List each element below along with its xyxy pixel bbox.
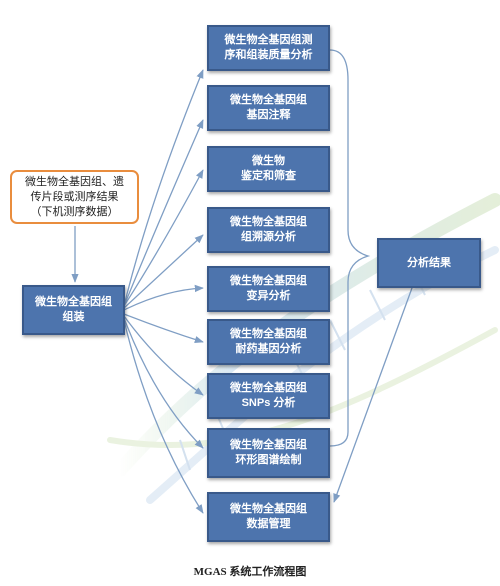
module-label-2: 变异分析 [246, 290, 291, 302]
module-label-2: 数据管理 [246, 518, 291, 530]
module-label-2: 组溯源分析 [241, 231, 296, 243]
module-label-2: SNPs 分析 [241, 397, 296, 409]
module-label-1: 微生物全基因组 [230, 94, 307, 106]
input-line-1: 微生物全基因组、遗 [25, 176, 124, 188]
assembly-line-1: 微生物全基因组 [35, 296, 112, 308]
module-label-1: 微生物全基因组 [230, 503, 307, 515]
module-resistance-genes: 微生物全基因组耐药基因分析 [207, 319, 330, 365]
module-label-2: 基因注释 [246, 109, 291, 121]
fan-arrows [123, 69, 204, 514]
module-label-2: 耐药基因分析 [235, 343, 302, 355]
module-label-1: 微生物全基因组 [230, 216, 307, 228]
input-line-3: （下机测序数据） [30, 206, 119, 218]
module-quality-analysis: 微生物全基因组测序和组装质量分析 [207, 25, 330, 71]
module-data-management: 微生物全基因组数据管理 [207, 492, 330, 542]
module-identification: 微生物鉴定和筛查 [207, 146, 330, 192]
arrow-result-to-management [333, 287, 413, 503]
module-label-2: 环形图谱绘制 [235, 454, 302, 466]
result-box: 分析结果 [377, 238, 481, 288]
module-label-1: 微生物全基因组测 [224, 34, 313, 46]
module-label-1: 微生物全基因组 [230, 328, 307, 340]
module-snps-analysis: 微生物全基因组 SNPs 分析 [207, 373, 330, 419]
module-label-1: 微生物全基因组 [230, 382, 307, 394]
module-label-2: 鉴定和筛查 [241, 170, 296, 182]
brace-connector [329, 49, 371, 447]
figure-caption: MGAS 系统工作流程图 [193, 566, 307, 578]
module-circular-map: 微生物全基因组环形图谱绘制 [207, 428, 330, 478]
result-label: 分析结果 [407, 256, 451, 269]
module-label-1: 微生物全基因组 [230, 439, 307, 451]
assembly-line-2: 组装 [62, 311, 85, 323]
input-data-box: 微生物全基因组、遗 传片段或测序结果 （下机测序数据） [10, 170, 139, 224]
input-line-2: 传片段或测序结果 [30, 191, 119, 203]
module-traceability: 微生物全基因组组溯源分析 [207, 207, 330, 253]
module-label-1: 微生物 [252, 155, 285, 167]
module-label-1: 微生物全基因组 [230, 275, 307, 287]
assembly-box: 微生物全基因组 组装 [22, 285, 125, 335]
module-label-2: 序和组装质量分析 [224, 49, 313, 61]
module-variant-analysis: 微生物全基因组变异分析 [207, 266, 330, 312]
module-gene-annotation: 微生物全基因组基因注释 [207, 85, 330, 131]
